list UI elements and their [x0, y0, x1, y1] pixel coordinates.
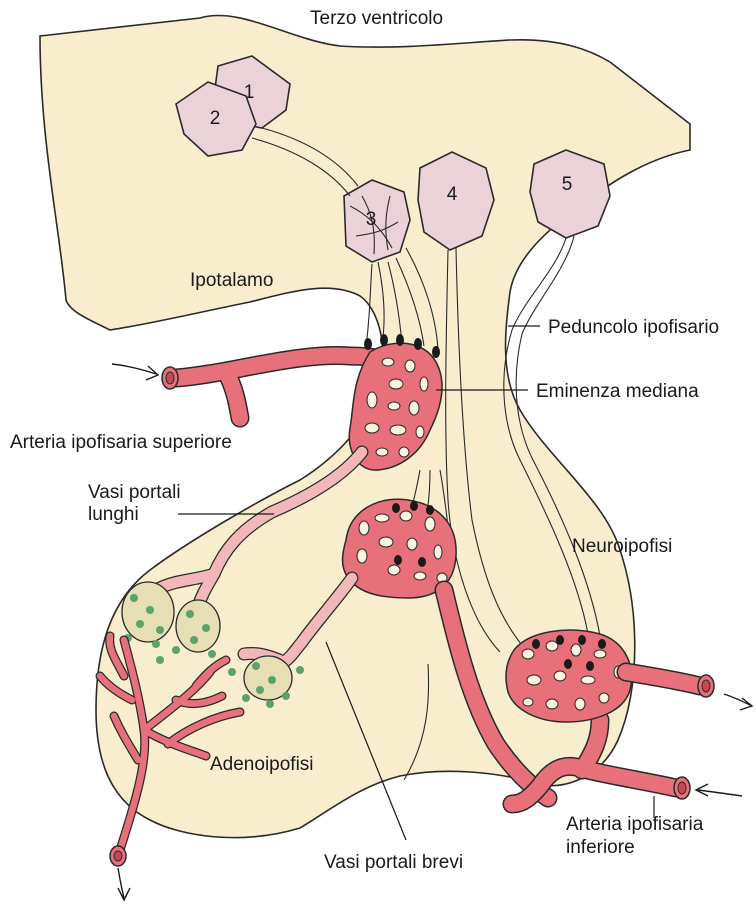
svg-text:2: 2 — [210, 108, 221, 129]
label-long-portal-vessels-line2: lunghi — [88, 504, 139, 525]
label-infundibular-stalk: Peduncolo ipofisario — [548, 317, 719, 338]
label-superior-hypophyseal-artery: Arteria ipofisaria superiore — [10, 432, 232, 453]
svg-text:5: 5 — [562, 174, 573, 195]
svg-text:4: 4 — [447, 184, 458, 205]
neuron-3: 3 — [344, 180, 410, 262]
label-hypothalamus: Ipotalamo — [190, 270, 273, 291]
label-third-ventricle: Terzo ventricolo — [310, 8, 443, 29]
label-inferior-hypophyseal-artery-line1: Arteria ipofisaria — [566, 814, 704, 835]
neuron-4: 4 — [418, 152, 494, 250]
label-adenohypophysis: Adenoipofisi — [210, 754, 314, 775]
label-short-portal-vessels: Vasi portali brevi — [324, 852, 463, 873]
label-inferior-hypophyseal-artery-line2: inferiore — [566, 837, 635, 858]
posterior-outflow-vein — [626, 672, 714, 697]
label-long-portal-vessels-line1: Vasi portali — [88, 482, 181, 503]
neurohypophysis-plexus — [506, 630, 632, 722]
label-neurohypophysis: Neuroipofisi — [572, 536, 672, 557]
svg-text:3: 3 — [366, 209, 377, 230]
neuron-5: 5 — [530, 150, 610, 238]
label-median-eminence: Eminenza mediana — [536, 381, 699, 402]
